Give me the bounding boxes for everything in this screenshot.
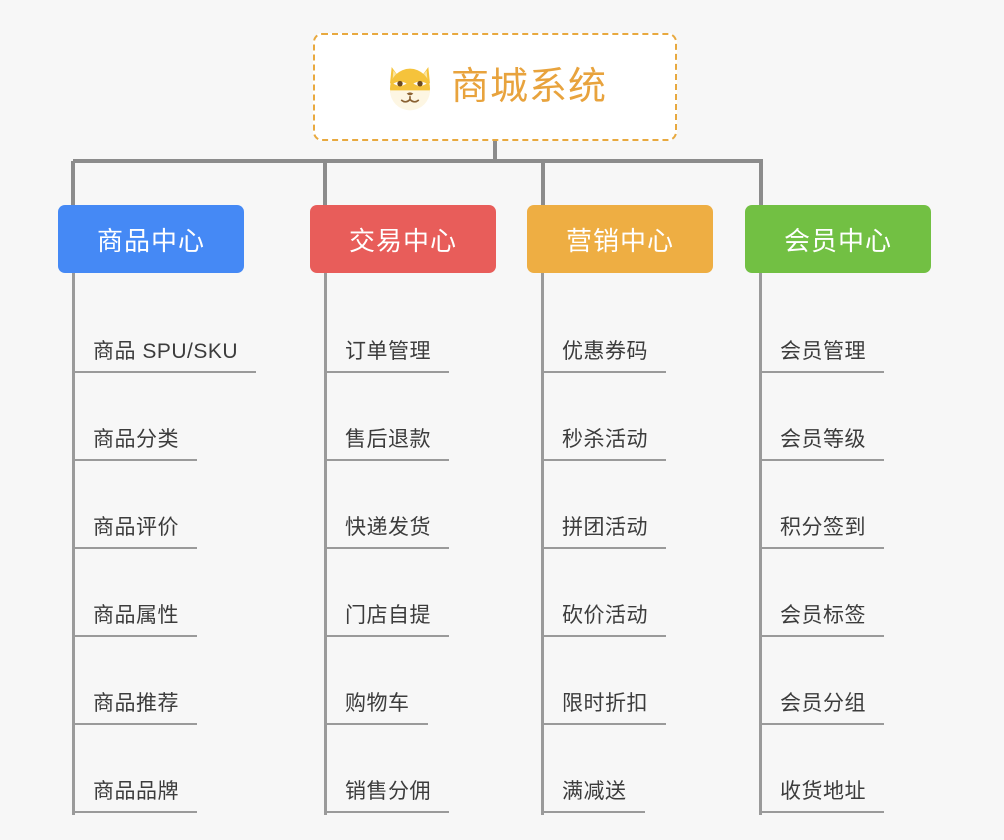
- leaf-label: 限时折扣: [544, 687, 666, 725]
- list-item[interactable]: 商品 SPU/SKU: [75, 287, 257, 375]
- branch-items-1: 订单管理 售后退款 快递发货 门店自提 购物车 销售分佣: [324, 273, 496, 815]
- leaf-label: 门店自提: [327, 599, 449, 637]
- leaf-label: 购物车: [327, 687, 428, 725]
- branch-items-2: 优惠券码 秒杀活动 拼团活动 砍价活动 限时折扣 满减送: [541, 273, 713, 815]
- leaf-label: 订单管理: [327, 335, 449, 373]
- leaf-label: 拼团活动: [544, 511, 666, 549]
- list-item[interactable]: 积分签到: [762, 463, 931, 551]
- leaf-label: 商品评价: [75, 511, 197, 549]
- list-item[interactable]: 商品品牌: [75, 727, 244, 815]
- leaf-label: 商品属性: [75, 599, 197, 637]
- list-item[interactable]: 会员管理: [762, 287, 931, 375]
- list-item[interactable]: 会员等级: [762, 375, 931, 463]
- leaf-label: 优惠券码: [544, 335, 666, 373]
- list-item[interactable]: 商品分类: [75, 375, 244, 463]
- list-item[interactable]: 砍价活动: [544, 551, 713, 639]
- leaf-label: 砍价活动: [544, 599, 666, 637]
- branch-header-3[interactable]: 会员中心: [745, 205, 931, 273]
- shiba-inu-dog-face-icon: [383, 62, 437, 112]
- list-item[interactable]: 限时折扣: [544, 639, 713, 727]
- leaf-label: 商品分类: [75, 423, 197, 461]
- leaf-label: 会员分组: [762, 687, 884, 725]
- list-item[interactable]: 销售分佣: [327, 727, 496, 815]
- list-item[interactable]: 收货地址: [762, 727, 931, 815]
- list-item[interactable]: 会员标签: [762, 551, 931, 639]
- root-title: 商城系统: [450, 66, 607, 108]
- branch-header-2[interactable]: 营销中心: [527, 205, 713, 273]
- leaf-label: 满减送: [544, 775, 645, 813]
- list-item[interactable]: 商品评价: [75, 463, 244, 551]
- list-item[interactable]: 售后退款: [327, 375, 496, 463]
- branch-header-1[interactable]: 交易中心: [310, 205, 496, 273]
- leaf-label: 秒杀活动: [544, 423, 666, 461]
- branch-marketing-center: 营销中心 优惠券码 秒杀活动 拼团活动 砍价活动 限时折扣 满减送: [527, 205, 713, 815]
- list-item[interactable]: 商品属性: [75, 551, 244, 639]
- leaf-label: 会员等级: [762, 423, 884, 461]
- leaf-label: 商品推荐: [75, 687, 197, 725]
- list-item[interactable]: 商品推荐: [75, 639, 244, 727]
- list-item[interactable]: 满减送: [544, 727, 713, 815]
- branch-items-0: 商品 SPU/SKU 商品分类 商品评价 商品属性 商品推荐 商品品牌: [72, 273, 257, 815]
- list-item[interactable]: 门店自提: [327, 551, 496, 639]
- branch-items-3: 会员管理 会员等级 积分签到 会员标签 会员分组 收货地址: [759, 273, 931, 815]
- list-item[interactable]: 优惠券码: [544, 287, 713, 375]
- leaf-label: 积分签到: [762, 511, 884, 549]
- list-item[interactable]: 订单管理: [327, 287, 496, 375]
- leaf-label: 会员管理: [762, 335, 884, 373]
- leaf-label: 售后退款: [327, 423, 449, 461]
- leaf-label: 收货地址: [762, 775, 884, 813]
- leaf-label: 商品 SPU/SKU: [75, 335, 257, 373]
- list-item[interactable]: 购物车: [327, 639, 496, 727]
- list-item[interactable]: 快递发货: [327, 463, 496, 551]
- branch-product-center: 商品中心 商品 SPU/SKU 商品分类 商品评价 商品属性 商品推荐 商品品牌: [58, 205, 257, 815]
- leaf-label: 快递发货: [327, 511, 449, 549]
- branch-header-0[interactable]: 商品中心: [58, 205, 244, 273]
- leaf-label: 销售分佣: [327, 775, 449, 813]
- list-item[interactable]: 秒杀活动: [544, 375, 713, 463]
- list-item[interactable]: 会员分组: [762, 639, 931, 727]
- root-node[interactable]: 商城系统: [313, 33, 677, 141]
- list-item[interactable]: 拼团活动: [544, 463, 713, 551]
- branch-member-center: 会员中心 会员管理 会员等级 积分签到 会员标签 会员分组 收货地址: [745, 205, 931, 815]
- leaf-label: 会员标签: [762, 599, 884, 637]
- branch-trade-center: 交易中心 订单管理 售后退款 快递发货 门店自提 购物车 销售分佣: [310, 205, 496, 815]
- leaf-label: 商品品牌: [75, 775, 197, 813]
